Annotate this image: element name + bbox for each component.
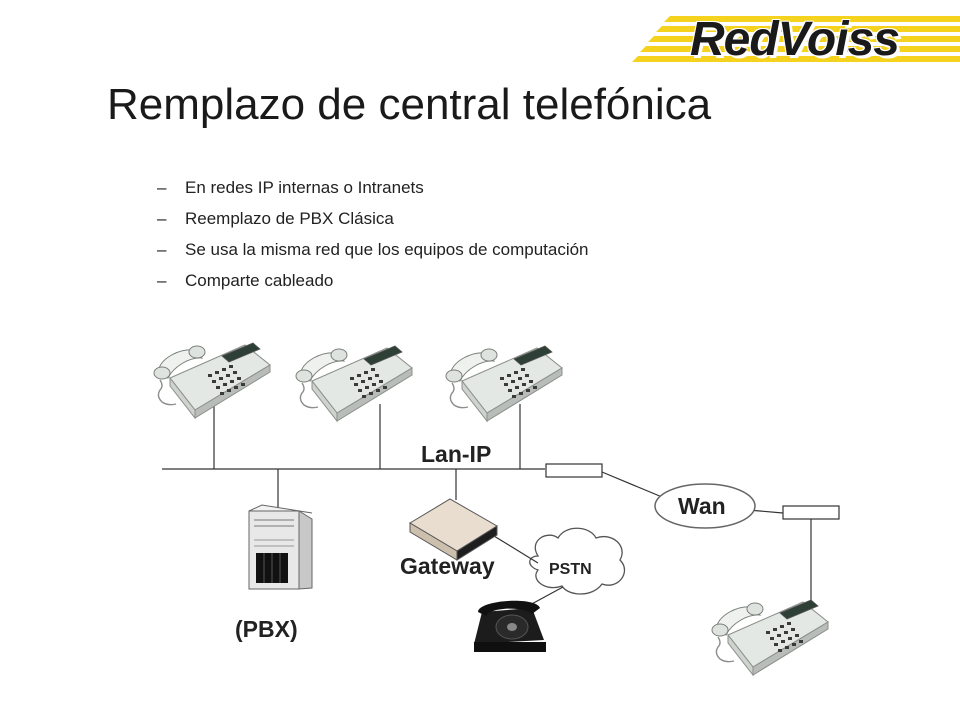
- pstn-blackphone-link: [527, 586, 564, 607]
- bullet-item: –Reemplazo de PBX Clásica: [157, 209, 589, 240]
- lan-ip-label: Lan-IP: [421, 441, 492, 467]
- bullet-text: Reemplazo de PBX Clásica: [185, 209, 394, 228]
- gateway-device: [409, 498, 498, 561]
- bullet-text: Comparte cableado: [185, 271, 334, 290]
- wan-link-left: [601, 471, 663, 498]
- pstn-label: PSTN: [549, 561, 592, 578]
- gateway-label: Gateway: [400, 553, 495, 579]
- bullet-dash: –: [157, 178, 167, 197]
- remote-router-box: [782, 505, 840, 520]
- ip-phone-remote: [711, 599, 829, 676]
- bullet-item: –En redes IP internas o Intranets: [157, 178, 589, 209]
- bullet-text: Se usa la misma red que los equipos de c…: [185, 240, 589, 259]
- pstn-cloud: [529, 527, 626, 595]
- ip-phone-1: [153, 342, 271, 419]
- logo-wordmark: RedVoiss: [690, 13, 900, 66]
- bullet-dash: –: [157, 271, 167, 290]
- ip-phone-2: [295, 345, 413, 422]
- bullet-text: En redes IP internas o Intranets: [185, 178, 424, 197]
- bullet-dash: –: [157, 209, 167, 228]
- bullet-item: –Comparte cableado: [157, 271, 589, 302]
- gateway-pstn-link: [493, 535, 539, 564]
- wan-label: Wan: [678, 493, 726, 519]
- page-title: Remplazo de central telefónica: [107, 80, 712, 129]
- ip-phone-3: [445, 345, 563, 422]
- lan-router-box: [545, 463, 603, 478]
- bullet-dash: –: [157, 240, 167, 259]
- redvoiss-logo: RedVoiss: [630, 8, 960, 78]
- pbx-label: (PBX): [235, 616, 298, 642]
- pbx-server: [248, 504, 313, 590]
- rotary-phone: [474, 600, 546, 652]
- bullet-item: –Se usa la misma red que los equipos de …: [157, 240, 589, 271]
- bullet-list: –En redes IP internas o Intranets –Reemp…: [157, 178, 589, 302]
